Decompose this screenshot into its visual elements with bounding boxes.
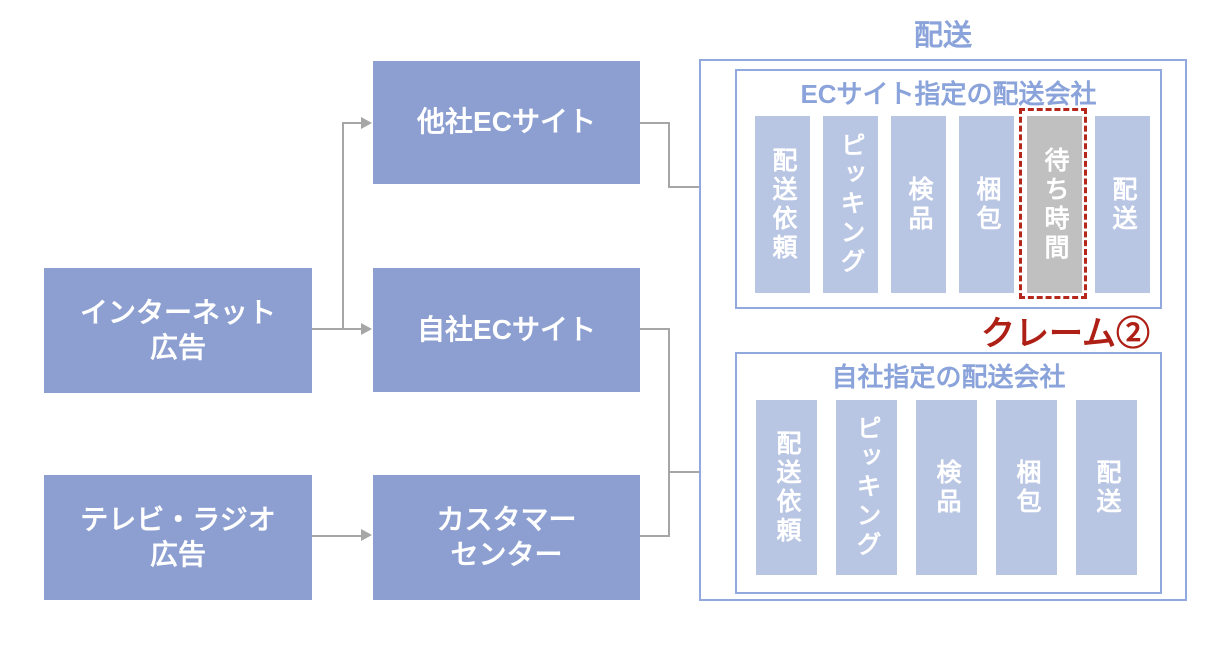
- step-column-inspection: 検品: [891, 116, 946, 293]
- step-column-packing: 梱包: [996, 400, 1057, 575]
- delivery-group-own-designated: 自社指定の配送会社 配送依頼 ピッキング 検品 梱包 配送: [735, 352, 1162, 594]
- channel-box-own-ec-site: 自社ECサイト: [373, 268, 640, 392]
- step-column-wait-time-label: 待ち時間: [1041, 146, 1069, 263]
- step-column-picking: ピッキング: [836, 400, 897, 575]
- channel-box-label-line2: センター: [450, 538, 563, 570]
- delivery-steps-row: 配送依頼 ピッキング 検品 梱包 待ち時間 配送: [755, 108, 1150, 299]
- connector-line: [668, 186, 724, 188]
- channel-box-other-ec-site: 他社ECサイト: [373, 61, 640, 184]
- step-column-wait-time: 待ち時間: [1019, 108, 1087, 299]
- source-box-label-line2: 広告: [149, 331, 206, 363]
- arrowhead-icon: [361, 117, 372, 129]
- delivery-group-ec-designated: ECサイト指定の配送会社 配送依頼 ピッキング 検品 梱包 待ち時間 配送: [735, 69, 1162, 309]
- channel-box-label-line1: 自社ECサイト: [417, 313, 596, 345]
- connector-line: [640, 535, 670, 537]
- delivery-group-title: ECサイト指定の配送会社: [800, 79, 1097, 109]
- arrowhead-icon: [361, 529, 372, 541]
- channel-box-label-line1: カスタマー: [436, 504, 577, 536]
- claim-label: クレーム②: [981, 315, 1150, 353]
- step-column-picking: ピッキング: [823, 116, 878, 293]
- connector-line: [312, 535, 362, 537]
- source-box-label-line1: テレビ・ラジオ: [80, 504, 276, 536]
- delivery-group-title: 自社指定の配送会社: [831, 362, 1066, 392]
- connector-line: [342, 122, 344, 330]
- connector-line: [640, 122, 670, 124]
- source-box-tv-radio-ad: テレビ・ラジオ 広告: [44, 475, 312, 600]
- connector-line: [668, 471, 724, 473]
- connector-line: [668, 122, 670, 188]
- step-column-inspection: 検品: [916, 400, 977, 575]
- source-box-label-line1: インターネット: [79, 297, 276, 329]
- step-column-delivery: 配送: [1095, 116, 1150, 293]
- connector-line: [668, 328, 670, 537]
- connector-line: [640, 328, 670, 330]
- delivery-section-title: 配送: [913, 20, 972, 52]
- source-box-internet-ad: インターネット 広告: [44, 268, 312, 393]
- channel-box-label-line1: 他社ECサイト: [417, 106, 596, 138]
- connector-line: [312, 328, 362, 330]
- step-column-packing: 梱包: [959, 116, 1014, 293]
- step-column-delivery-request: 配送依頼: [755, 116, 810, 293]
- delivery-steps-row: 配送依頼 ピッキング 検品 梱包 配送: [756, 400, 1137, 575]
- source-box-label-line2: 広告: [149, 538, 206, 570]
- channel-box-customer-center: カスタマー センター: [373, 475, 640, 600]
- step-column-delivery-request: 配送依頼: [756, 400, 817, 575]
- arrowhead-icon: [361, 323, 372, 335]
- step-column-delivery: 配送: [1076, 400, 1137, 575]
- connector-line: [342, 122, 363, 124]
